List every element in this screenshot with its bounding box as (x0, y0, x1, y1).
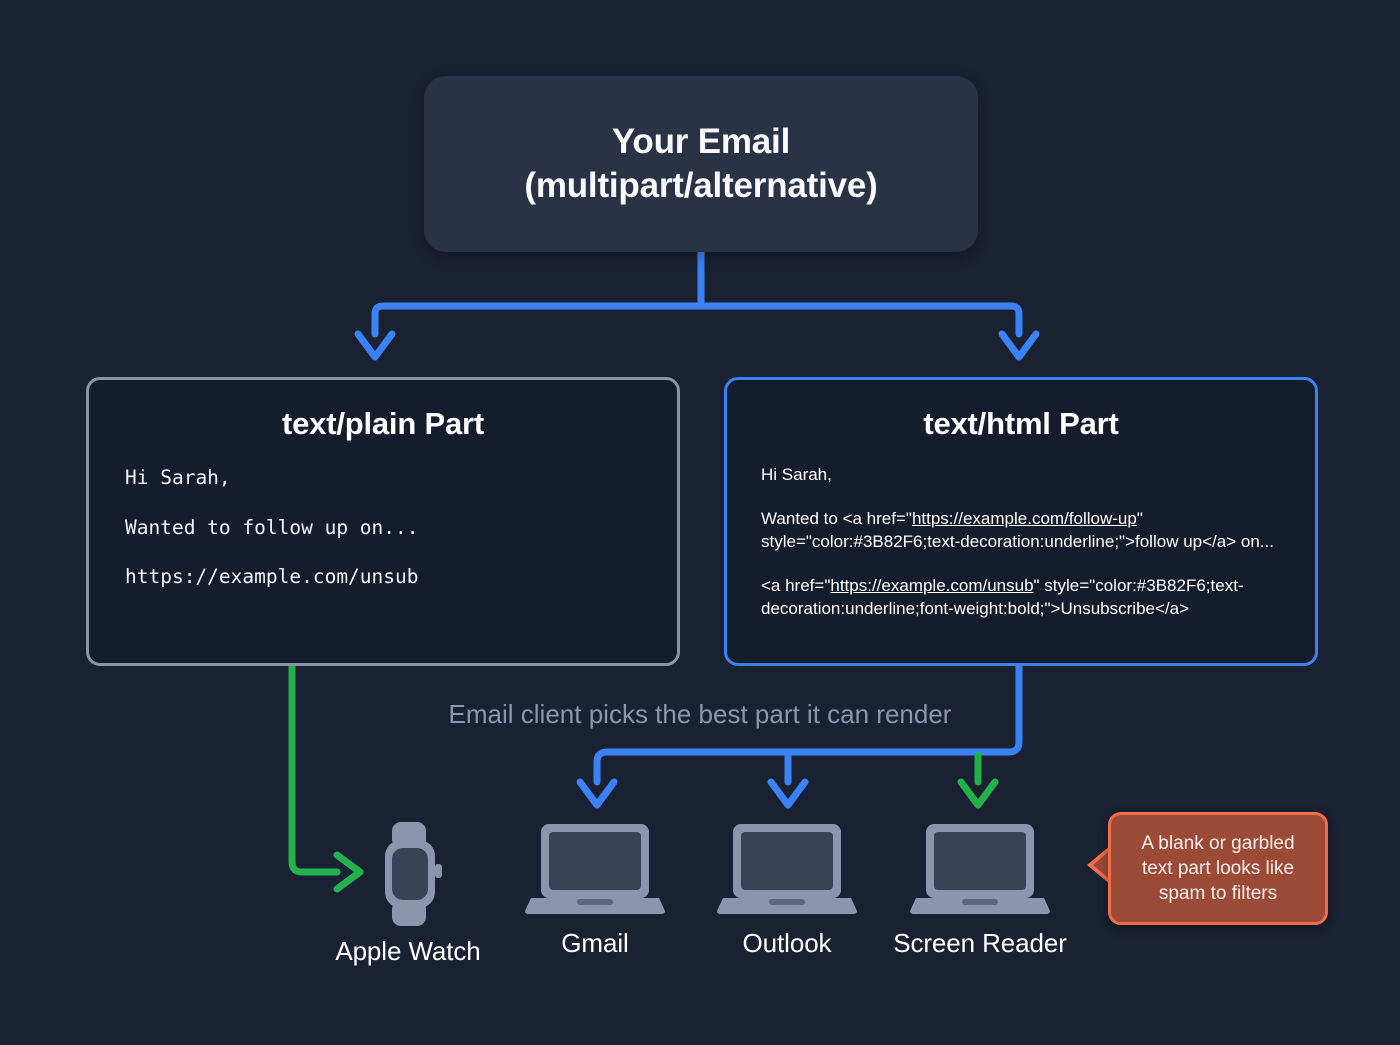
html-part-body: Hi Sarah, Wanted to <a href="https://exa… (761, 464, 1281, 620)
device-screen-reader: Screen Reader (880, 818, 1080, 959)
root-node-email: Your Email (multipart/alternative) (424, 76, 978, 252)
panel-title-text-html: text/html Part (923, 406, 1119, 441)
apple-watch-icon (308, 822, 508, 926)
device-label-apple-watch: Apple Watch (335, 936, 481, 966)
plain-part-body: Hi Sarah, Wanted to follow up on... http… (125, 468, 677, 587)
root-title-line1: Your Email (611, 122, 791, 162)
panel-text-html: text/html Part Hi Sarah, Wanted to <a hr… (724, 377, 1318, 666)
callout-spam-warning: A blank or garbled text part looks like … (1108, 812, 1328, 925)
laptop-icon (687, 818, 887, 918)
panel-text-plain: text/plain Part Hi Sarah, Wanted to foll… (86, 377, 680, 666)
html-followup-post: " style="color:#3B82F6;text-decoration:u… (761, 509, 1274, 551)
device-label-outlook: Outlook (742, 928, 832, 958)
device-gmail: Gmail (495, 818, 695, 959)
html-line-followup: Wanted to <a href="https://example.com/f… (761, 508, 1281, 553)
connector-html-to-screenreader (957, 751, 999, 809)
device-outlook: Outlook (687, 818, 887, 959)
root-title-line2: (multipart/alternative) (524, 166, 878, 205)
html-unsub-url: https://example.com/unsub (830, 576, 1034, 596)
connector-plain-to-watch (288, 658, 364, 893)
device-apple-watch: Apple Watch (308, 822, 508, 967)
laptop-icon (495, 818, 695, 918)
callout-text: A blank or garbled text part looks like … (1131, 831, 1304, 907)
html-followup-url: https://example.com/follow-up (911, 509, 1137, 529)
device-label-gmail: Gmail (561, 928, 629, 958)
plain-line-1: Hi Sarah, (125, 466, 231, 489)
caption-client-picks: Email client picks the best part it can … (448, 699, 952, 729)
panel-title-text-plain: text/plain Part (282, 406, 484, 441)
device-label-screen-reader: Screen Reader (893, 928, 1067, 958)
connector-root-split (354, 248, 1040, 361)
html-line-greeting: Hi Sarah, (761, 465, 832, 484)
connector-arrowheads-clients (576, 778, 809, 809)
callout-line-3: spam to filters (1158, 883, 1278, 905)
plain-line-3: https://example.com/unsub (125, 565, 419, 588)
callout-line-1: A blank or garbled (1141, 832, 1295, 854)
html-unsub-post: " style="color:#3B82F6;text-decoration:u… (761, 576, 1244, 618)
html-unsub-pre: <a href=" (761, 576, 831, 596)
callout-line-2: text part looks like (1141, 857, 1295, 879)
plain-line-2: Wanted to follow up on... (125, 515, 419, 539)
html-line-unsub: <a href="https://example.com/unsub" styl… (761, 575, 1281, 620)
laptop-icon (880, 818, 1080, 918)
html-followup-pre: Wanted to <a href=" (761, 509, 912, 529)
